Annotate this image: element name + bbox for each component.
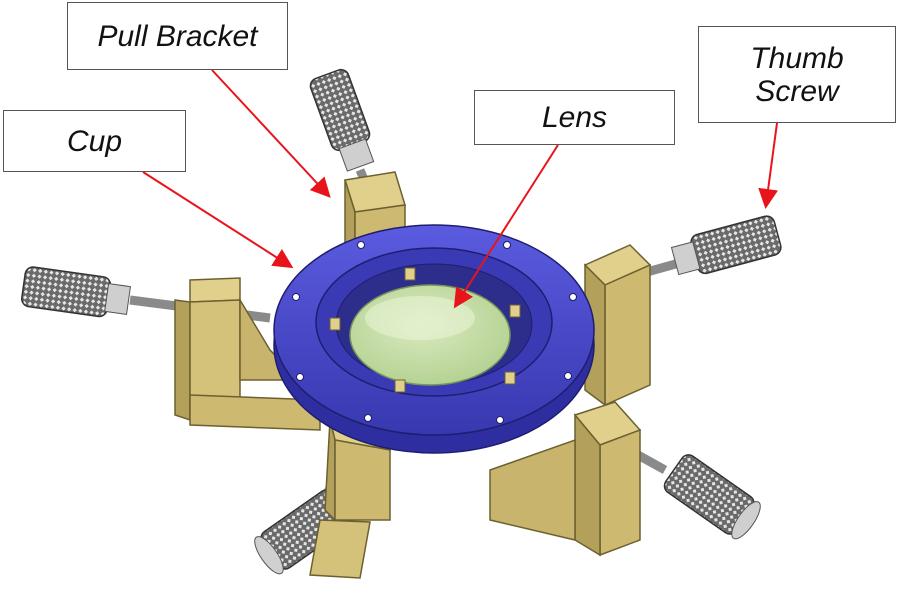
label-thumb-screw-line2: Screw [755, 74, 839, 108]
lens-clips [329, 267, 521, 393]
arrow-thumb-screw [758, 122, 779, 209]
label-thumb-screw-line1: Thumb [750, 41, 844, 75]
pull-bracket-right-top [583, 244, 652, 407]
label-lens-text: Lens [541, 101, 608, 134]
arrow-cup [142, 171, 294, 269]
lens [329, 267, 521, 393]
arrow-lens [453, 144, 559, 309]
label-lens: Lens [474, 90, 675, 145]
arrow-pull-bracket [211, 69, 331, 198]
callout-arrows [142, 69, 779, 309]
label-cup-text: Cup [66, 124, 123, 158]
label-pull-bracket: Pull Bracket [67, 2, 288, 70]
label-pull-bracket-text: Pull Bracket [97, 19, 258, 53]
pull-bracket-right-bottom [489, 401, 642, 557]
cup-bolt-holes [292, 241, 577, 424]
label-thumb-screw: Thumb Screw [698, 26, 896, 123]
thumb-screw-right-bottom [617, 441, 761, 540]
thumb-screw-left [21, 266, 271, 323]
label-cup: Cup [3, 110, 186, 172]
pull-bracket-left [174, 277, 321, 431]
